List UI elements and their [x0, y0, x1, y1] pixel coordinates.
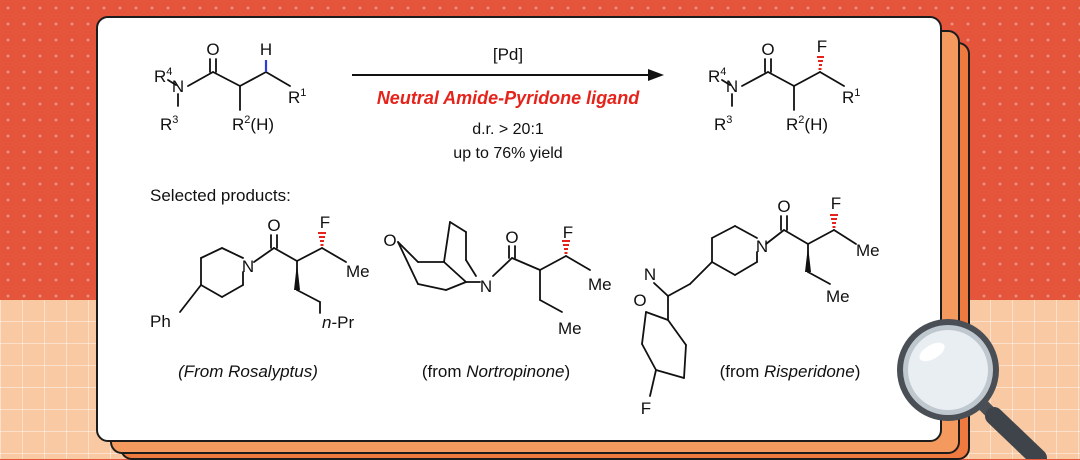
product-1-ph: Ph: [150, 312, 171, 331]
product-structure: O F N R4 R3 R1 R2(H): [708, 37, 860, 134]
product-1-f: F: [320, 213, 330, 232]
dr-label: d.r. > 20:1: [472, 121, 544, 138]
magnifying-glass-icon: [897, 319, 1047, 459]
product-2-source: (from Nortropinone): [422, 362, 570, 381]
product-3-structure: N O F N O F Me Me: [633, 194, 879, 418]
product-1-me: Me: [346, 262, 370, 281]
scheme-card: [96, 16, 942, 442]
catalyst-label: [Pd]: [493, 45, 523, 64]
reactant-r3: R3: [160, 114, 178, 134]
product-1-o: O: [267, 216, 280, 235]
product-1-source: (From Rosalyptus): [178, 362, 318, 381]
product-2-f: F: [563, 223, 573, 242]
product-n: N: [726, 77, 738, 96]
product-3-f: F: [831, 194, 841, 213]
product-2-me2: Me: [558, 319, 582, 338]
product-carbonyl-o: O: [761, 40, 774, 59]
reactant-n: N: [172, 77, 184, 96]
product-3-aryl-f: F: [641, 399, 651, 418]
product-1-npr: n-Pr: [322, 313, 354, 332]
product-r1: R1: [842, 87, 860, 107]
product-2-o: O: [505, 228, 518, 247]
product-2-ketone-o: O: [383, 231, 396, 250]
product-1-structure: O N F Me Ph n-Pr: [150, 213, 370, 332]
selected-products-label: Selected products:: [150, 186, 291, 205]
product-2-me: Me: [588, 275, 612, 294]
product-3-isoxazole-n: N: [644, 265, 656, 284]
product-2-n: N: [480, 277, 492, 296]
product-3-source: (from Risperidone): [720, 362, 861, 381]
product-r4: R4: [708, 66, 726, 86]
reactant-carbonyl-o: O: [206, 40, 219, 59]
reactant-r2: R2(H): [232, 114, 274, 134]
reactant-h: H: [260, 40, 272, 59]
product-f: F: [817, 37, 827, 56]
reactant-r4: R4: [154, 66, 172, 86]
reactant-r1: R1: [288, 87, 306, 107]
product-2-structure: O O N F Me Me: [383, 221, 612, 338]
product-1-n: N: [242, 257, 254, 276]
product-r3: R3: [714, 114, 732, 134]
product-3-me2: Me: [826, 287, 850, 306]
yield-label: up to 76% yield: [453, 145, 562, 162]
product-r2: R2(H): [786, 114, 828, 134]
product-3-n: N: [756, 237, 768, 256]
product-3-o: O: [777, 197, 790, 216]
reaction-arrow: [352, 69, 664, 81]
ligand-label: Neutral Amide-Pyridone ligand: [377, 88, 640, 108]
reactant-structure: O H N R4 R3 R1 R2(H): [154, 40, 306, 134]
product-3-isoxazole-o: O: [633, 291, 646, 310]
product-3-me: Me: [856, 241, 880, 260]
